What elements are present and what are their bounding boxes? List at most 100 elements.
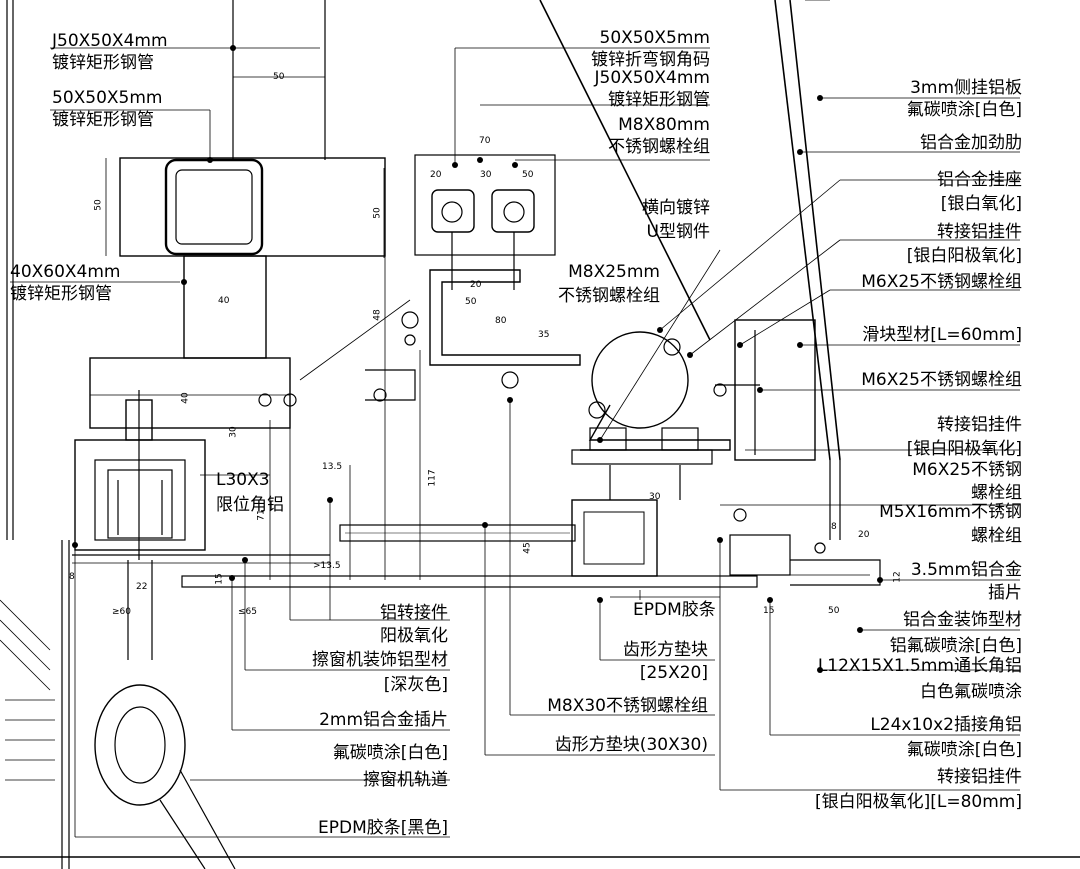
label-40x60-tube-desc: 镀锌矩形钢管 bbox=[10, 284, 112, 304]
label-l24-angle: L24x10x2插接角铝 bbox=[870, 715, 1022, 735]
dim-40-mid: 40 bbox=[218, 296, 230, 306]
label-epdm: EPDM胶条 bbox=[633, 600, 716, 620]
label-alu-panel-coating: 氟碳喷涂[白色] bbox=[906, 100, 1022, 120]
connector-tube-40x60 bbox=[89, 255, 291, 429]
dim-8a: 8 bbox=[69, 572, 75, 582]
dim-gte-60: ≥60 bbox=[112, 607, 131, 617]
dim-35: 35 bbox=[538, 330, 550, 340]
top-vertical-tube bbox=[232, 0, 326, 160]
label-m8x80: M8X80mm bbox=[618, 115, 710, 135]
dim-30b: 30 bbox=[228, 426, 239, 438]
dim-40-vert: 40 bbox=[180, 392, 191, 404]
dim-15a: 15 bbox=[214, 573, 225, 585]
label-l12-angle: L12X15X1.5mm通长角铝 bbox=[817, 656, 1022, 676]
label-l12-angle-finish: 白色氟碳喷涂 bbox=[920, 682, 1022, 702]
cleaning-trolley bbox=[74, 390, 206, 660]
label-j50-desc-2: 镀锌矩形钢管 bbox=[608, 90, 710, 110]
dim-50-top: 50 bbox=[273, 72, 285, 82]
dim-45: 45 bbox=[522, 542, 533, 554]
dim-50-right: 50 bbox=[372, 207, 383, 219]
aluminium-hanger-seat bbox=[571, 331, 731, 500]
left-mullion-lines bbox=[6, 0, 70, 869]
label-m8x80-desc: 不锈钢螺栓组 bbox=[608, 137, 710, 157]
label-j50-tube-size: J50X50X4mm bbox=[52, 31, 168, 51]
label-m6x25-b: M6X25不锈钢螺栓组 bbox=[861, 370, 1022, 390]
label-adapter-hanger-3: 转接铝挂件 bbox=[937, 767, 1022, 787]
dim-20a: 20 bbox=[430, 170, 442, 180]
davit-arm bbox=[94, 684, 236, 869]
label-dark-grey: [深灰色] bbox=[383, 675, 448, 695]
main-square-tube bbox=[105, 157, 386, 258]
dim-50-left: 50 bbox=[93, 199, 104, 211]
label-gondola-deco: 擦窗机装饰铝型材 bbox=[312, 650, 448, 670]
label-m6x25-a: M6X25不锈钢螺栓组 bbox=[861, 272, 1022, 292]
dim-30a: 30 bbox=[480, 170, 492, 180]
label-angle-desc: 镀锌折弯钢角码 bbox=[591, 50, 710, 70]
decorative-profile-right bbox=[729, 534, 881, 586]
dim-lte-65: ≤65 bbox=[238, 607, 257, 617]
dim-13-5: 13.5 bbox=[322, 462, 343, 472]
label-slider-profile: 滑块型材[L=60mm] bbox=[862, 325, 1022, 345]
dim-gt-13-5: >13.5 bbox=[313, 561, 341, 571]
label-40x60-tube-size: 40X60X4mm bbox=[10, 262, 121, 282]
label-m5x16: M5X16mm不锈钢 bbox=[879, 502, 1022, 522]
label-j50-tube-desc: 镀锌矩形钢管 bbox=[52, 53, 154, 73]
dim-50d: 50 bbox=[522, 170, 534, 180]
label-hanger-seat: 铝合金挂座 bbox=[937, 170, 1022, 190]
dim-22: 22 bbox=[136, 582, 148, 592]
label-l30x3: L30X3 bbox=[216, 470, 270, 490]
bolts bbox=[258, 311, 826, 554]
label-insert-3-5-b: 插片 bbox=[988, 583, 1022, 603]
dim-12: 12 bbox=[892, 571, 903, 583]
label-epdm-black: EPDM胶条[黑色] bbox=[317, 818, 448, 838]
steel-angle-bracket bbox=[365, 154, 581, 401]
label-j50-size-2: J50X50X4mm bbox=[594, 68, 710, 88]
dim-80: 80 bbox=[495, 316, 507, 326]
label-adapter-hanger-3-finish: [银白阳极氧化][L=80mm] bbox=[815, 792, 1022, 812]
label-u-channel-a: 横向镀锌 bbox=[642, 198, 710, 218]
dim-30c: 30 bbox=[649, 492, 661, 502]
label-hanger-seat-finish: [银白氧化] bbox=[940, 194, 1022, 214]
dim-20c: 20 bbox=[858, 530, 870, 540]
label-adapter-hanger: 转接铝挂件 bbox=[937, 222, 1022, 242]
label-u-channel-b: U型钢件 bbox=[646, 222, 710, 242]
dim-48: 48 bbox=[372, 309, 383, 321]
label-deco-profile-finish: 铝氟碳喷涂[白色] bbox=[889, 636, 1022, 656]
label-l24-angle-finish: 氟碳喷涂[白色] bbox=[906, 740, 1022, 760]
label-m8x30: M8X30不锈钢螺栓组 bbox=[547, 696, 708, 716]
label-m8x25-desc: 不锈钢螺栓组 bbox=[558, 286, 660, 306]
label-l30x3-desc: 限位角铝 bbox=[216, 495, 284, 515]
leader-dots bbox=[72, 45, 883, 673]
label-tooth-pad-30: 齿形方垫块(30X30) bbox=[554, 735, 708, 755]
label-tooth-pad-25: 齿形方垫块 bbox=[623, 640, 708, 660]
tooth-pad-bolt bbox=[339, 499, 658, 577]
label-tooth-pad-25-size: [25X20] bbox=[639, 663, 708, 683]
label-gondola-track: 擦窗机轨道 bbox=[363, 770, 448, 790]
label-alu-panel: 3mm侧挂铝板 bbox=[910, 78, 1022, 98]
label-adapter-hanger-2-finish: [银白阳极氧化] bbox=[906, 439, 1022, 459]
left-hatch bbox=[0, 599, 55, 781]
label-adapter-hanger-finish: [银白阳极氧化] bbox=[906, 246, 1022, 266]
dim-117: 117 bbox=[427, 469, 438, 487]
bottom-plates bbox=[72, 554, 758, 588]
label-m6x25-c-desc: 螺栓组 bbox=[971, 483, 1022, 503]
dim-70: 70 bbox=[479, 136, 491, 146]
dim-8b: 8 bbox=[831, 522, 837, 532]
label-50x50-tube-size: 50X50X5mm bbox=[52, 88, 163, 108]
label-adapter-hanger-2: 转接铝挂件 bbox=[937, 415, 1022, 435]
label-m5x16-desc: 螺栓组 bbox=[971, 526, 1022, 546]
label-m8x25: M8X25mm bbox=[568, 262, 660, 282]
dim-15b: 15 bbox=[763, 606, 775, 616]
dim-50f: 50 bbox=[828, 606, 840, 616]
label-50x50-tube-desc: 镀锌矩形钢管 bbox=[52, 110, 154, 130]
label-m6x25-c: M6X25不锈钢 bbox=[912, 460, 1022, 480]
label-deco-profile: 铝合金装饰型材 bbox=[903, 610, 1022, 630]
label-2mm-insert: 2mm铝合金插片 bbox=[319, 710, 448, 730]
dim-71: 71 bbox=[256, 509, 267, 521]
label-fluoro-white: 氟碳喷涂[白色] bbox=[332, 743, 448, 763]
label-angle-size: 50X50X5mm bbox=[599, 28, 711, 48]
label-anodized: 阳极氧化 bbox=[380, 626, 448, 646]
dim-20b: 20 bbox=[470, 280, 482, 290]
aluminium-panel bbox=[774, 0, 841, 540]
